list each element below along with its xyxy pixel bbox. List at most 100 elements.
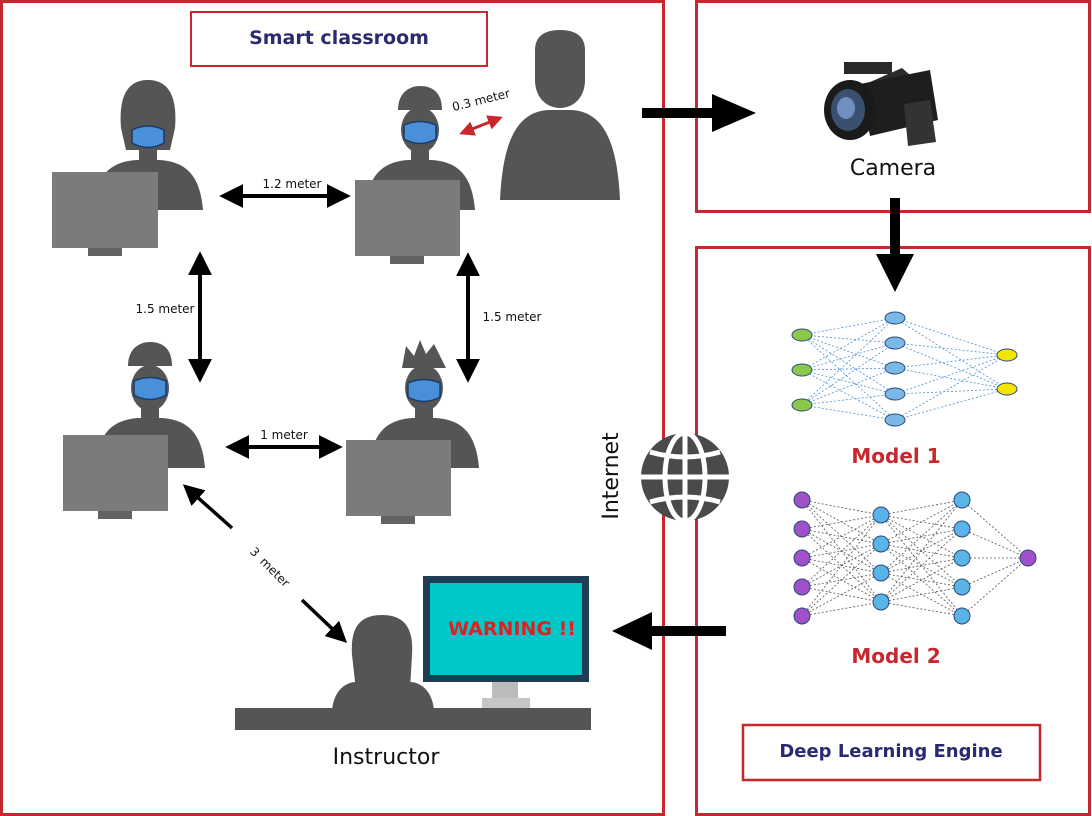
instructor-desk bbox=[235, 708, 591, 730]
student-bottom-left bbox=[63, 342, 205, 519]
network-node bbox=[953, 520, 971, 538]
network-edge bbox=[894, 388, 1008, 395]
network-edge bbox=[801, 514, 882, 617]
teacher-standing bbox=[500, 30, 620, 200]
distance-label-1-2m: 1.2 meter bbox=[263, 177, 322, 191]
network-edge bbox=[801, 543, 882, 617]
network-edge bbox=[801, 334, 896, 369]
network-edge bbox=[801, 317, 896, 336]
network-edge bbox=[801, 514, 882, 530]
network-edge bbox=[801, 367, 896, 371]
distance-arrow-3m-upper bbox=[182, 484, 234, 530]
instructor-figure bbox=[332, 615, 434, 710]
network-edge bbox=[801, 601, 882, 617]
distance-label-1-5m-right: 1.5 meter bbox=[483, 310, 542, 324]
camera-label: Camera bbox=[850, 156, 936, 181]
network-edge bbox=[880, 514, 963, 530]
arrow-camera-to-engine bbox=[876, 198, 914, 292]
network-node bbox=[793, 607, 811, 625]
network-node bbox=[872, 564, 890, 582]
network-edge bbox=[894, 354, 1008, 421]
model-1-network bbox=[791, 311, 1018, 427]
network-edge bbox=[880, 601, 963, 617]
network-node bbox=[884, 336, 906, 350]
network-node bbox=[872, 593, 890, 611]
mask-icon bbox=[403, 120, 437, 145]
distance-arrow-3m-lower bbox=[300, 598, 348, 643]
network-edge bbox=[801, 369, 896, 395]
distance-label-3m-number: 3 bbox=[247, 545, 262, 560]
mask-icon bbox=[407, 378, 441, 403]
network-node bbox=[953, 578, 971, 596]
network-edge bbox=[961, 499, 1029, 559]
arrow-classroom-to-camera bbox=[642, 94, 756, 132]
network-edge bbox=[880, 528, 963, 574]
distance-label-1-5m-left: 1.5 meter bbox=[136, 302, 195, 316]
network-node bbox=[791, 328, 813, 342]
student-top-middle bbox=[355, 86, 475, 264]
network-edge bbox=[801, 342, 896, 406]
distance-label-1m: 1 meter bbox=[260, 428, 308, 442]
network-node bbox=[884, 311, 906, 325]
network-node bbox=[791, 363, 813, 377]
warning-message: WARNING !! bbox=[448, 618, 576, 640]
network-node bbox=[884, 413, 906, 427]
network-node bbox=[953, 549, 971, 567]
distance-label-0-3m: 0.3 meter bbox=[451, 86, 512, 114]
network-node bbox=[872, 506, 890, 524]
network-edge bbox=[880, 586, 963, 603]
video-camera-icon bbox=[824, 62, 938, 146]
network-edge bbox=[961, 557, 1029, 588]
network-edge bbox=[880, 499, 963, 603]
network-node bbox=[872, 535, 890, 553]
network-node bbox=[793, 549, 811, 567]
network-node bbox=[884, 387, 906, 401]
network-node bbox=[996, 382, 1018, 396]
distance-label-3m-unit: meter bbox=[257, 554, 292, 589]
network-edge bbox=[961, 557, 1029, 617]
network-node bbox=[953, 607, 971, 625]
network-edge bbox=[801, 317, 896, 406]
network-edge bbox=[801, 572, 882, 617]
network-edge bbox=[894, 342, 1008, 390]
smart-classroom-title-box bbox=[190, 11, 488, 67]
network-edge bbox=[894, 317, 1008, 356]
model-2-network bbox=[793, 491, 1037, 625]
mask-icon bbox=[131, 125, 165, 149]
network-edge bbox=[894, 342, 1008, 356]
network-node bbox=[884, 361, 906, 375]
network-edge bbox=[801, 499, 882, 516]
network-edge bbox=[894, 388, 1008, 421]
network-edge bbox=[880, 557, 963, 603]
deep-learning-engine-title-box bbox=[741, 723, 1042, 782]
distance-arrow-0-3m bbox=[459, 115, 503, 136]
model-1-label: Model 1 bbox=[851, 444, 940, 468]
globe-icon bbox=[641, 430, 729, 524]
network-edge bbox=[880, 557, 963, 574]
network-edge bbox=[801, 317, 896, 371]
smart-classroom-frame bbox=[0, 0, 665, 816]
network-edge bbox=[801, 342, 896, 371]
smart-classroom-title: Smart classroom bbox=[249, 27, 429, 49]
deep-learning-engine-title: Deep Learning Engine bbox=[779, 741, 1002, 762]
network-edge bbox=[880, 499, 963, 545]
mask-icon bbox=[133, 376, 167, 401]
network-edge bbox=[801, 514, 882, 559]
network-edge bbox=[880, 499, 963, 516]
network-edge bbox=[894, 367, 1008, 390]
network-edge bbox=[801, 369, 896, 421]
network-node bbox=[793, 578, 811, 596]
warning-monitor bbox=[423, 576, 589, 708]
arrow-engine-to-instructor bbox=[612, 612, 726, 650]
student-top-left bbox=[52, 80, 203, 256]
internet-label: Internet bbox=[599, 432, 624, 520]
network-edge bbox=[801, 367, 896, 406]
network-node bbox=[791, 398, 813, 412]
network-node bbox=[793, 520, 811, 538]
network-edge bbox=[880, 528, 963, 545]
model-2-label: Model 2 bbox=[851, 644, 940, 668]
network-node bbox=[1019, 549, 1037, 567]
instructor-label: Instructor bbox=[333, 745, 441, 770]
network-node bbox=[793, 491, 811, 509]
